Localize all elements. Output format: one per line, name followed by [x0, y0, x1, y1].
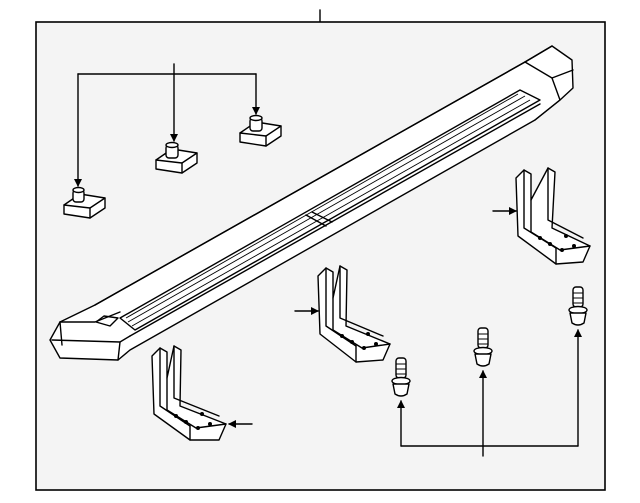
push-pin-fastener-1 — [391, 357, 411, 397]
push-pin-leaders — [397, 329, 582, 457]
push-pin-fastener-2 — [473, 327, 493, 367]
clip-nut-1 — [63, 186, 106, 219]
mounting-bracket-right — [515, 167, 591, 265]
mounting-bracket-left — [151, 345, 227, 441]
running-board — [49, 45, 574, 361]
push-pin-fastener-3 — [568, 286, 588, 326]
mounting-bracket-middle — [317, 265, 391, 363]
clip-nut-leaders — [74, 63, 260, 187]
clip-nut-3 — [239, 114, 282, 147]
clip-nut-2 — [155, 141, 198, 174]
